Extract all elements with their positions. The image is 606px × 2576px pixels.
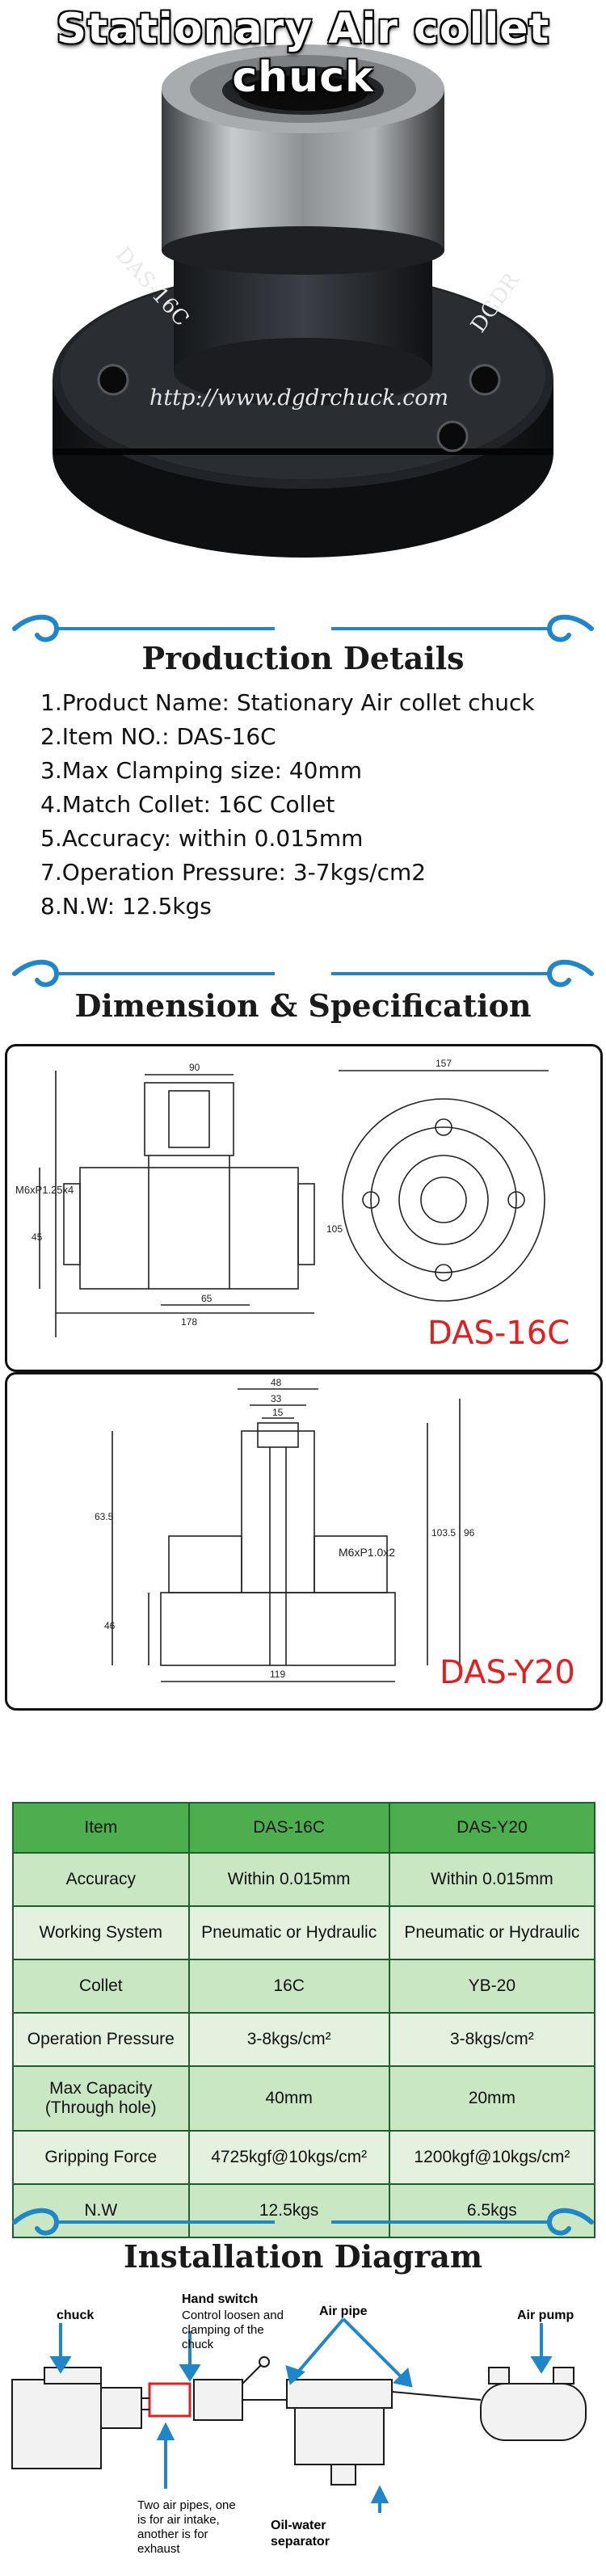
table-cell: 12.5kgs xyxy=(187,2183,390,2238)
table-cell: 1200kgf@10kgs/cm² xyxy=(388,2130,596,2185)
label-chuck: chuck xyxy=(57,2309,94,2322)
table-row: Gripping Force 4725kgf@10kgs/cm² 1200kgf… xyxy=(12,2130,596,2185)
table-cell: Working System xyxy=(12,1905,190,1960)
dim-bottom-2: 178 xyxy=(181,1316,197,1328)
dim-top-width: 90 xyxy=(189,1062,200,1073)
detail-line: 3.Max Clamping size: 40mm xyxy=(40,757,363,784)
table-cell: Within 0.015mm xyxy=(187,1852,390,1907)
table-row: N.W 12.5kgs 6.5kgs xyxy=(12,2183,596,2238)
website-url[interactable]: http://www.dgdrchuck.com xyxy=(149,385,449,410)
table-row: Accuracy Within 0.015mm Within 0.015mm xyxy=(12,1852,596,1907)
label-oil-water: Oil-water xyxy=(271,2519,326,2532)
table-cell: Pneumatic or Hydraulic xyxy=(388,1905,596,1960)
details-header xyxy=(0,604,606,693)
dimension-header xyxy=(0,949,606,1038)
details-heading: Production Details xyxy=(141,640,465,676)
model-label: DAS-Y20 xyxy=(440,1654,575,1691)
table-cell: YB-20 xyxy=(388,1959,596,2014)
label-hand-switch: Hand switch xyxy=(182,2292,258,2306)
bolt-hole xyxy=(436,420,469,452)
table-cell: Accuracy xyxy=(12,1852,190,1907)
table-header-cell: Item xyxy=(12,1802,190,1854)
label-two-pipes: Two air pipes, one xyxy=(137,2498,236,2512)
dim-height-total: 96 xyxy=(464,1527,475,1538)
table-cell: 16C xyxy=(187,1959,390,2014)
hero-section: Stationary Air collet chuck DAS-16C DGDR… xyxy=(0,0,606,598)
label-air-pump: Air pump xyxy=(517,2309,574,2322)
bolt-hole xyxy=(469,364,501,396)
table-cell: 40mm xyxy=(187,2065,390,2132)
table-cell: 4725kgf@10kgs/cm² xyxy=(187,2130,390,2185)
drawing-das-y20: 48 33 15 M6xP1.0x2 63.5 46 103.5 96 119 … xyxy=(5,1372,603,1711)
chuck-photo xyxy=(53,44,553,558)
table-row: Operation Pressure 3-8kgs/cm² 3-8kgs/cm² xyxy=(12,2012,596,2067)
page-title: Stationary Air collet chuck xyxy=(56,5,550,102)
dim-w3: 15 xyxy=(272,1407,284,1418)
dim-thread: M6xP1.25x4 xyxy=(15,1184,74,1196)
label-hand-switch-desc: clamping of the xyxy=(182,2323,264,2337)
dim-left-height: 45 xyxy=(32,1231,43,1243)
table-cell: 3-8kgs/cm² xyxy=(187,2012,390,2067)
label-two-pipes: is for air intake, xyxy=(137,2513,220,2527)
label-oil-water: separator xyxy=(271,2535,330,2549)
dim-height-left-2: 46 xyxy=(104,1620,116,1631)
ornament-divider xyxy=(12,2208,594,2236)
label-two-pipes: exhaust xyxy=(137,2542,180,2556)
table-cell: Collet xyxy=(12,1959,190,2014)
dim-height-right: 103.5 xyxy=(431,1527,456,1538)
detail-line: 5.Accuracy: within 0.015mm xyxy=(40,825,364,852)
dim-right-top: 157 xyxy=(436,1058,452,1069)
table-cell: Max Capacity (Through hole) xyxy=(12,2065,190,2132)
table-header-cell: DAS-16C xyxy=(187,1802,390,1854)
spec-table: Item DAS-16C DAS-Y20 Accuracy Within 0.0… xyxy=(12,1802,596,2238)
dim-bottom: 119 xyxy=(270,1669,285,1680)
table-cell: Within 0.015mm xyxy=(388,1852,596,1907)
model-label: DAS-16C xyxy=(427,1315,570,1352)
label-hand-switch-desc: Control loosen and xyxy=(182,2309,284,2322)
detail-line: 1.Product Name: Stationary Air collet ch… xyxy=(40,689,535,716)
detail-line: 2.Item NO.: DAS-16C xyxy=(40,723,276,750)
table-cell: Operation Pressure xyxy=(12,2012,190,2067)
label-hand-switch-desc: chuck xyxy=(182,2338,214,2351)
installation-header xyxy=(0,2198,606,2287)
label-two-pipes: another is for xyxy=(137,2528,208,2541)
detail-line: 4.Match Collet: 16C Collet xyxy=(40,791,335,818)
bolt-hole xyxy=(97,364,129,396)
installation-diagram: chuck Hand switch Control loosen and cla… xyxy=(11,2292,587,2556)
ornament-divider xyxy=(12,959,594,987)
dim-w1: 48 xyxy=(271,1377,282,1388)
technical-drawing: 48 33 15 M6xP1.0x2 63.5 46 103.5 96 119 xyxy=(95,1377,475,1682)
dim-w2: 33 xyxy=(271,1393,282,1404)
dimension-heading: Dimension & Specification xyxy=(74,987,532,1024)
detail-line: 8.N.W: 12.5kgs xyxy=(40,893,212,920)
dim-thread: M6xP1.0x2 xyxy=(339,1546,395,1559)
table-header-row: Item DAS-16C DAS-Y20 xyxy=(12,1802,596,1854)
table-row: Max Capacity (Through hole) 40mm 20mm xyxy=(12,2065,596,2132)
table-cell: 3-8kgs/cm² xyxy=(388,2012,596,2067)
table-row: Working System Pneumatic or Hydraulic Pn… xyxy=(12,1905,596,1960)
dim-bottom-1: 65 xyxy=(201,1293,213,1304)
detail-line: 7.Operation Pressure: 3-7kgs/cm2 xyxy=(40,859,427,886)
ornament-divider xyxy=(12,614,594,642)
installation-heading: Installation Diagram xyxy=(123,2238,483,2275)
table-cell: 20mm xyxy=(388,2065,596,2132)
dim-height: 105 xyxy=(326,1223,343,1235)
drawing-das-16c: 90 M6xP1.25x4 105 45 65 178 157 DAS-16C xyxy=(5,1044,603,1372)
table-header-cell: DAS-Y20 xyxy=(388,1802,596,1854)
table-row: Collet 16C YB-20 xyxy=(12,1959,596,2014)
technical-drawing: 90 M6xP1.25x4 105 45 65 178 157 xyxy=(15,1058,549,1337)
label-air-pipe: Air pipe xyxy=(319,2305,368,2318)
dim-height-left: 63.5 xyxy=(95,1511,114,1522)
table-cell: Pneumatic or Hydraulic xyxy=(187,1905,390,1960)
table-cell: N.W xyxy=(12,2183,190,2238)
table-cell: Gripping Force xyxy=(12,2130,190,2185)
